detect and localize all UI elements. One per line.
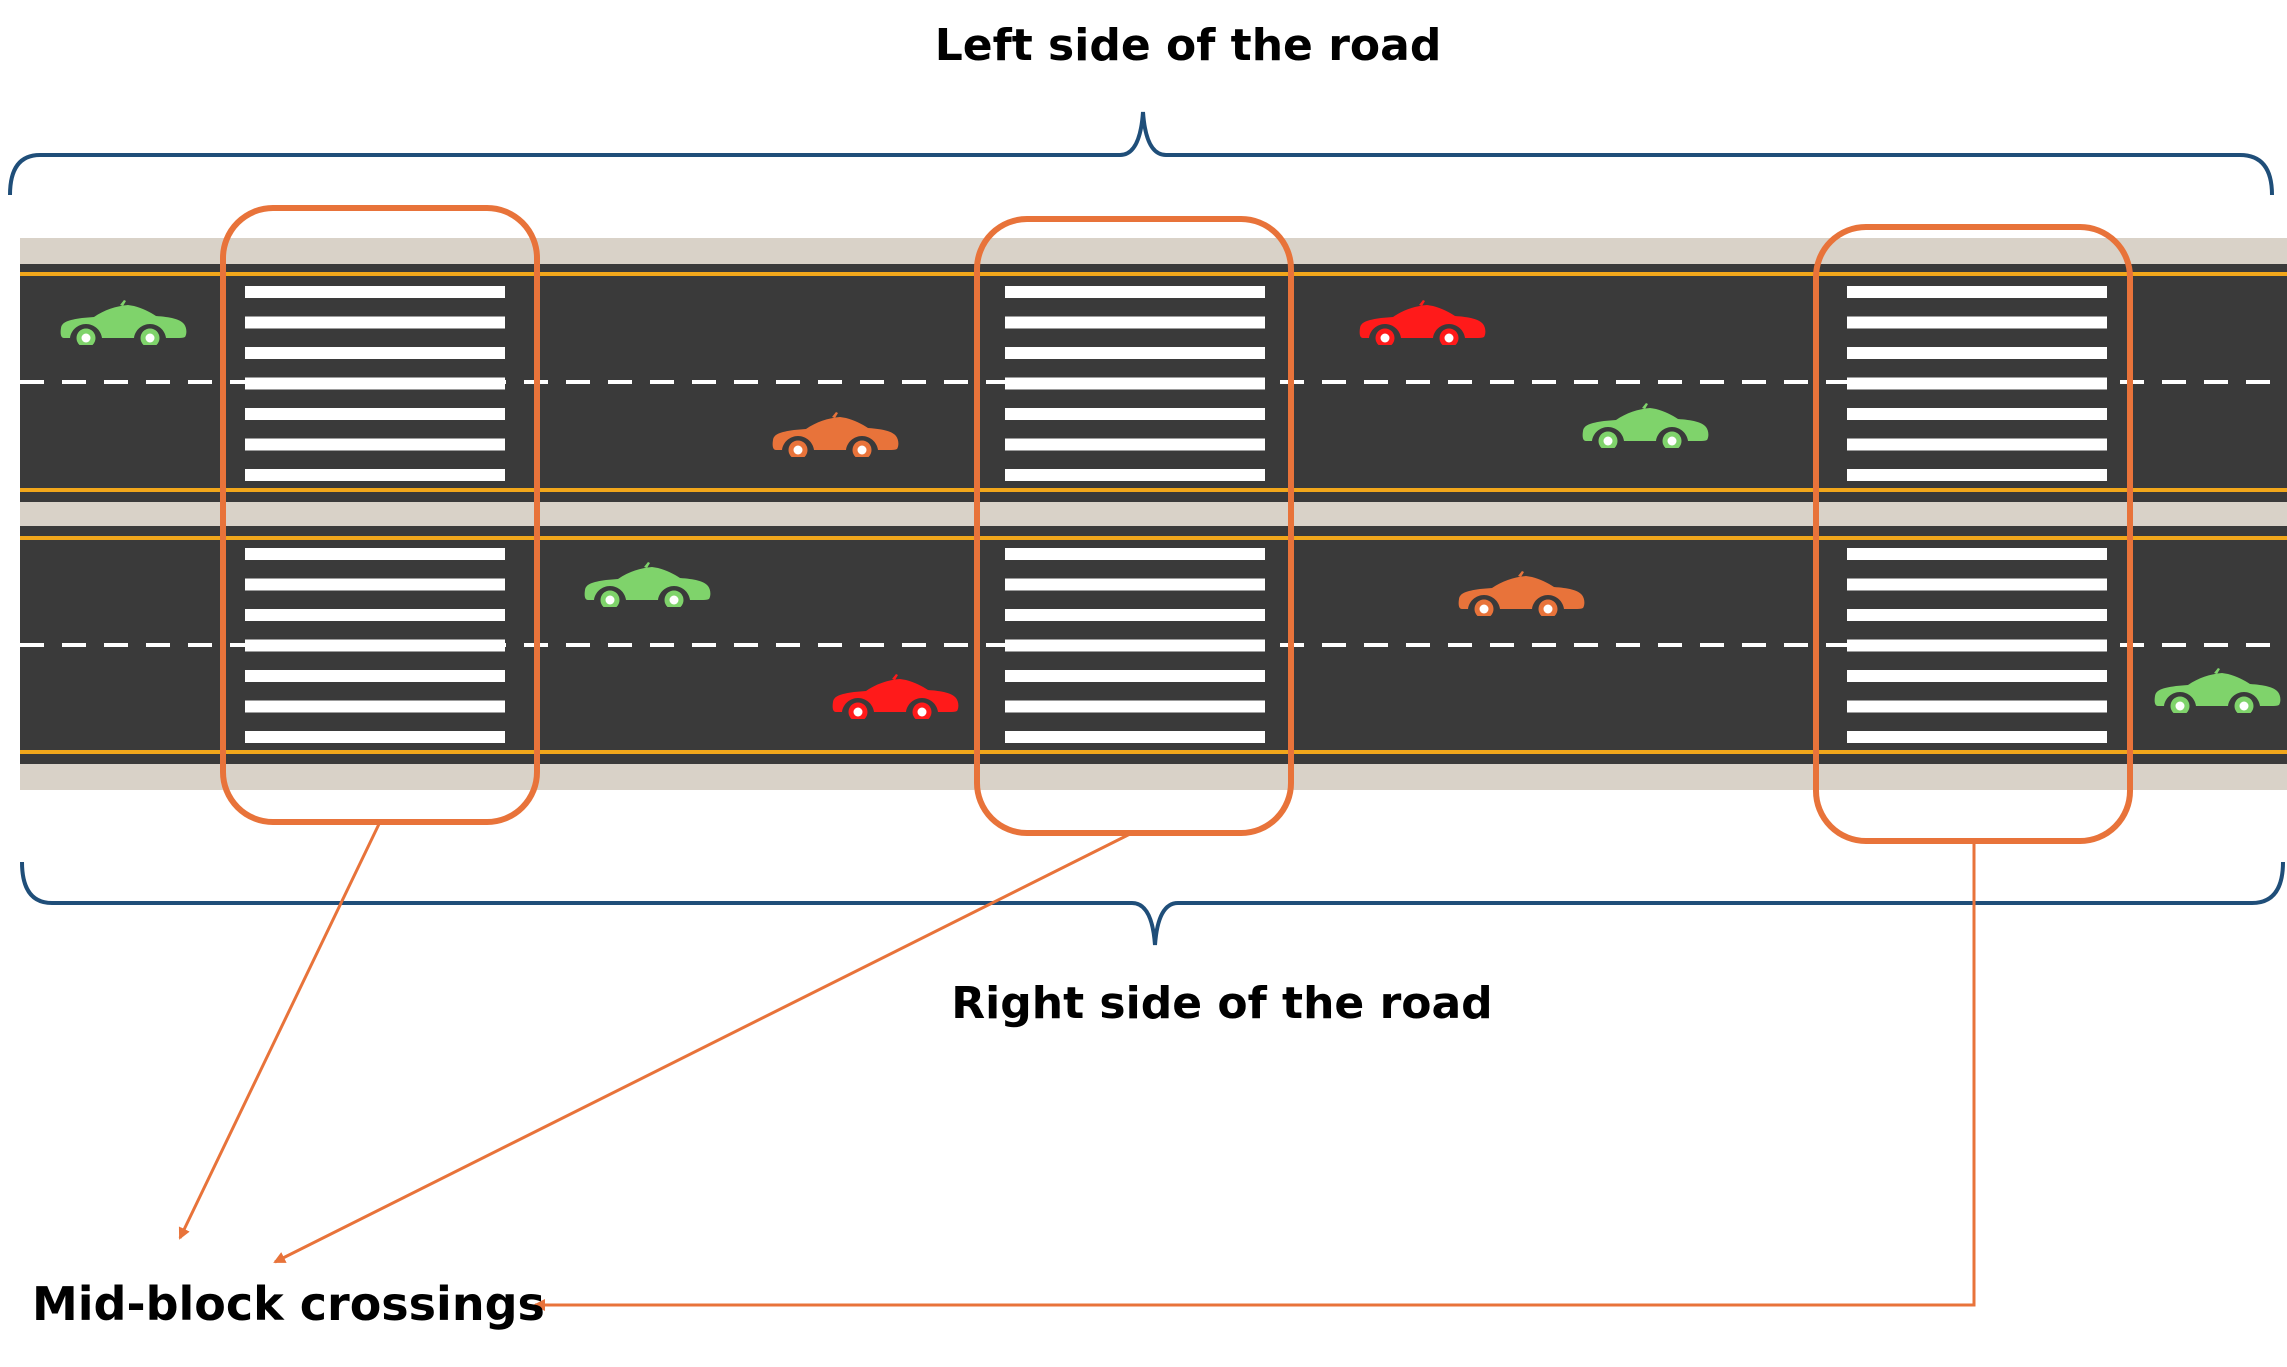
zebra-stripe [1005,438,1265,451]
zebra-stripe [1847,578,2107,591]
zebra-stripe [1847,700,2107,713]
zebra-stripe [1005,609,1265,621]
zebra-stripe [1847,377,2107,390]
zebra-stripe [1005,639,1265,652]
zebra-stripe [1847,639,2107,652]
zebra-stripe [1847,731,2107,743]
zebra-stripe [1847,408,2107,420]
arrow-icon-2 [273,832,1131,1264]
zebra-stripe [1005,286,1265,298]
edge-lines [20,272,2287,754]
arrow-icon-3 [533,842,1976,1311]
zebra-stripe [245,286,505,298]
crossing-highlight-1 [220,205,540,825]
arrow-icon-1 [178,823,381,1240]
zebra-stripe [1005,377,1265,390]
bottom-brace-icon [20,861,2285,946]
zebra-stripe [1005,408,1265,420]
shoulder-top [20,238,2287,266]
zebra-stripe [1847,548,2107,560]
zebra-stripe [1005,316,1265,329]
zebra-stripe [1005,548,1265,560]
callout-label: Mid-block crossings [32,1277,545,1331]
callout-arrows [178,823,1976,1311]
zebra-stripe [245,316,505,329]
zebra-stripe [1847,286,2107,298]
zebra-stripe [245,548,505,560]
zebra-crossings [245,286,2107,743]
median [20,500,2287,528]
zebra-stripe [245,469,505,481]
zebra-stripe [1005,670,1265,682]
zebra-stripe [245,377,505,390]
zebra-stripe [1005,578,1265,591]
zebra-stripe [245,700,505,713]
zebra-stripe [1847,670,2107,682]
zebra-stripe [1005,469,1265,481]
crossing-highlight-2 [974,216,1294,836]
zebra-stripe [245,408,505,420]
zebra-stripe [1005,700,1265,713]
crossing-highlights [220,205,2133,844]
crossing-highlight-3 [1813,224,2133,844]
bottom-label: Right side of the road [951,978,1492,1029]
zebra-stripe [1847,469,2107,481]
zebra-stripe [1847,609,2107,621]
zebra-stripe [1847,347,2107,359]
zebra-stripe [245,609,505,621]
zebra-stripe [245,347,505,359]
top-brace-icon [8,111,2274,196]
zebra-stripe [245,731,505,743]
zebra-stripe [245,438,505,451]
zebra-stripe [1847,438,2107,451]
shoulder-bottom [20,762,2287,790]
zebra-stripe [245,639,505,652]
zebra-stripe [245,578,505,591]
zebra-stripe [1847,316,2107,329]
zebra-stripe [1005,731,1265,743]
top-label: Left side of the road [935,20,1442,71]
zebra-stripe [245,670,505,682]
zebra-stripe [1005,347,1265,359]
